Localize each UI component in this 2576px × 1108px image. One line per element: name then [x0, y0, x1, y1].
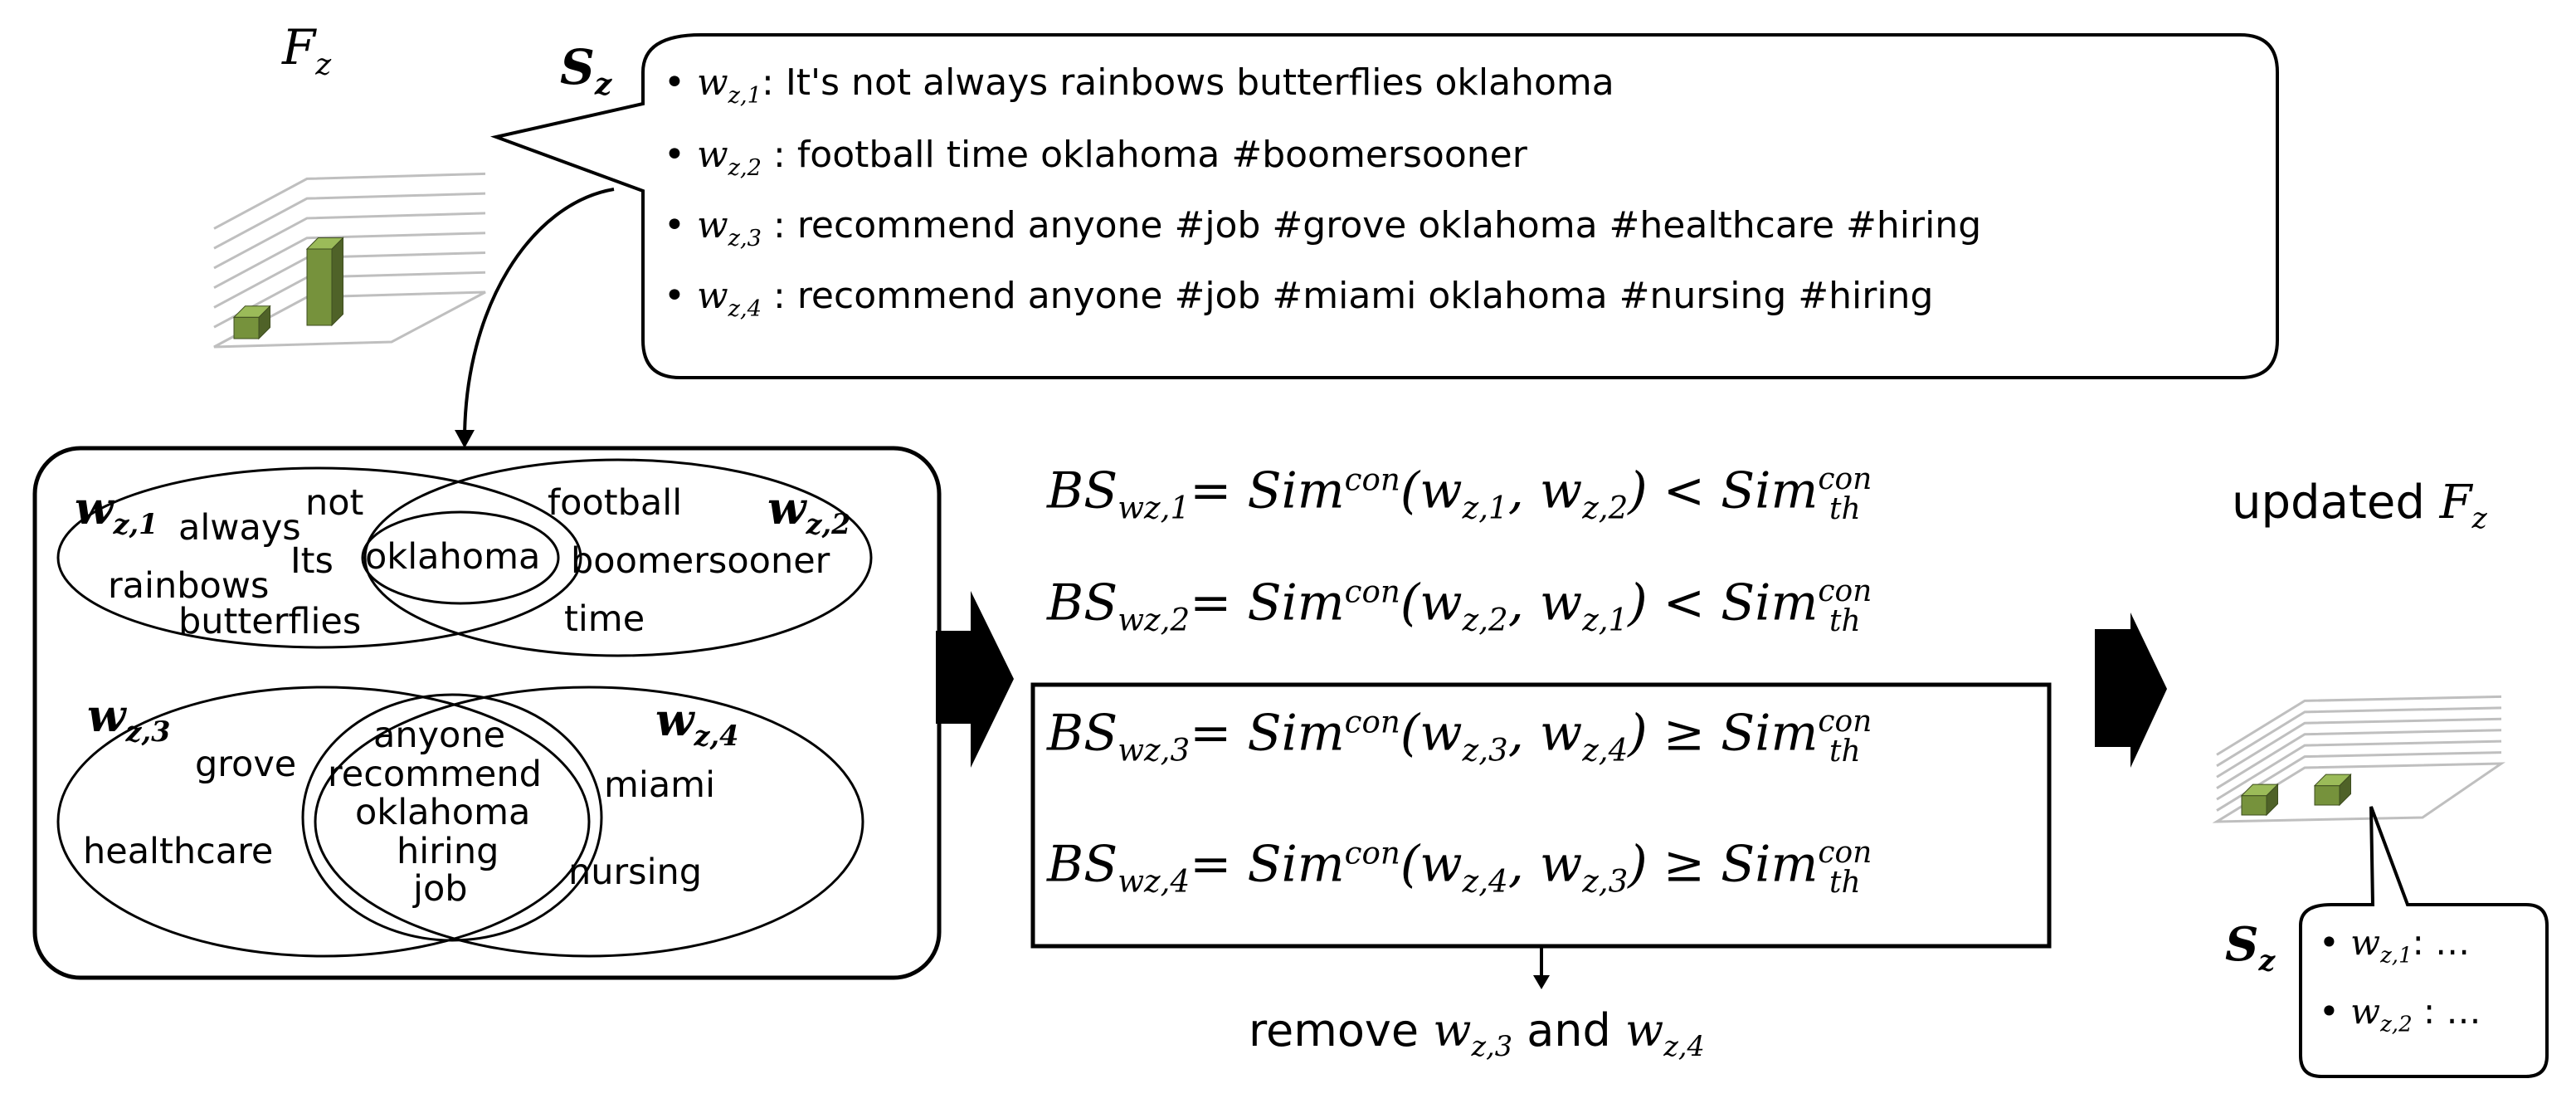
venn-word: healthcare: [83, 831, 274, 872]
top-chart-title-sub: z: [315, 47, 332, 82]
venn-word: grove: [195, 744, 297, 785]
remove-instruction: remove wz,3 and wz,4: [1249, 1004, 1705, 1062]
chart-gridline: [213, 232, 486, 290]
block-arrow-left: [936, 591, 1014, 768]
venn-label-w3: wz,3: [87, 689, 171, 748]
chart-gridline: [213, 251, 486, 309]
top-callout-item-2: • wz,2 : football time oklahoma #boomers…: [664, 134, 1527, 181]
flow-arrow-curve: [463, 188, 615, 441]
venn-word: football: [548, 482, 683, 524]
top-callout-bubble: [489, 33, 2279, 379]
chart-floor: [213, 290, 486, 349]
top-callout-label-sub: z: [594, 66, 612, 102]
venn-word: always: [178, 507, 301, 549]
venn-word: not: [305, 482, 364, 524]
flow-arrow-head: [455, 430, 475, 448]
chart-bar-side: [331, 237, 343, 327]
top-chart-title: Fz: [282, 23, 331, 80]
updated-chart-title: updated Fz: [2232, 476, 2487, 536]
top-callout-item-3: • wz,3 : recommend anyone #job #grove ok…: [664, 204, 1982, 251]
venn-label-w2: wz,2: [767, 481, 851, 540]
venn-ellipse-overlap-bottom: [301, 693, 603, 942]
top-callout-label-main: S: [560, 39, 595, 95]
bottom-callout-bubble: [2299, 806, 2549, 1078]
chart-bar-top: [232, 305, 271, 318]
chart-bar: [2241, 795, 2267, 816]
venn-word: recommend: [328, 754, 542, 795]
venn-word: Its: [290, 540, 334, 582]
bottom-callout-label: Sz: [2225, 917, 2276, 979]
venn-word: rainbows: [108, 565, 270, 607]
venn-word: butterflies: [178, 601, 362, 642]
updated-3d-bar-chart: [2212, 695, 2506, 823]
chart-bar: [2314, 785, 2340, 806]
chart-gridline: [213, 212, 486, 270]
venn-ellipse-w4: [314, 686, 864, 958]
chart-gridline: [2216, 739, 2502, 801]
chart-bar: [306, 248, 333, 326]
venn-ellipse-w3: [56, 686, 591, 958]
chart-gridline: [2216, 729, 2502, 789]
venn-label-w4: wz,4: [655, 693, 739, 752]
top-3d-bar-chart: [213, 172, 486, 349]
chart-gridline: [213, 192, 486, 250]
venn-word: miami: [604, 764, 716, 806]
chart-bar-top: [305, 237, 344, 250]
chart-bar-top: [2313, 774, 2352, 787]
venn-ellipse-w1: [56, 466, 582, 649]
top-callout-item-1: • wz,1: It's not always rainbows butterf…: [664, 61, 1614, 109]
remove-arrow-head: [1533, 975, 1550, 989]
chart-bar: [233, 316, 260, 339]
chart-gridline: [2216, 695, 2502, 756]
venn-label-w1: wz,1: [75, 481, 158, 540]
chart-gridline: [2216, 717, 2502, 779]
chart-bar-top: [2240, 783, 2279, 797]
equations-highlight-box: [1030, 682, 2052, 949]
block-arrow-right: [2095, 613, 2167, 768]
venn-word: hiring: [397, 831, 499, 872]
bottom-callout-item-1: • wz,1: …: [2319, 922, 2471, 969]
venn-word: time: [564, 598, 645, 640]
top-callout-label: Sz: [560, 43, 611, 100]
top-chart-title-main: F: [282, 19, 316, 76]
venn-word: nursing: [568, 852, 703, 893]
chart-gridline: [213, 172, 486, 230]
venn-word: anyone: [373, 715, 506, 756]
venn-word: oklahoma: [365, 536, 541, 578]
venn-ellipse-overlap-top: [361, 510, 560, 605]
venn-word: oklahoma: [355, 792, 531, 833]
venn-ellipse-w2: [363, 458, 873, 657]
venn-word: boomersooner: [571, 540, 830, 582]
chart-gridline: [2216, 706, 2502, 768]
venn-word: job: [413, 868, 468, 910]
top-callout-item-4: • wz,4 : recommend anyone #job #miami ok…: [664, 275, 1934, 322]
bottom-callout-item-2: • wz,2 : …: [2319, 991, 2481, 1037]
